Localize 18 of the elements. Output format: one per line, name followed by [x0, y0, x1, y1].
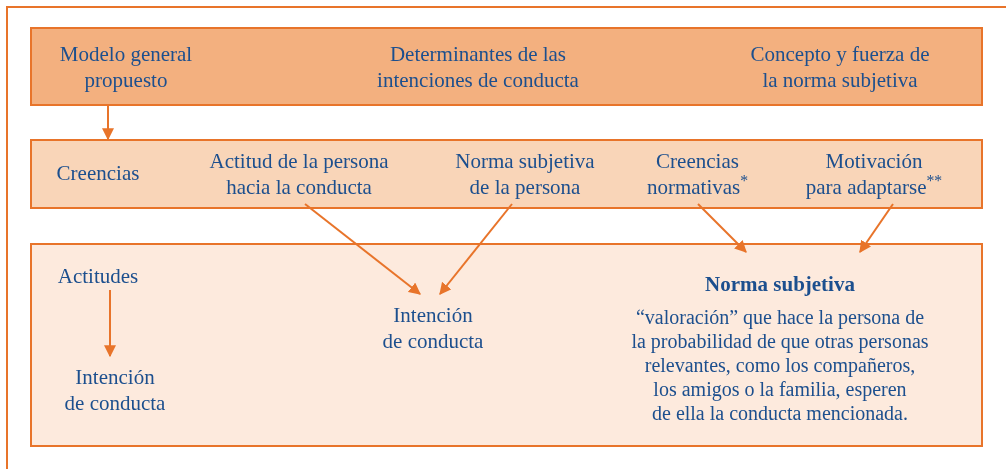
band-box: [30, 139, 983, 209]
description: “valoración” que hace la persona de la probabilidad de que otras personas relevantes, como los compañeros, los amigos o la familia, esperen de ella la conducta mencionada.: [630, 304, 930, 425]
band-box: [30, 27, 983, 106]
arrow: [104, 289, 116, 358]
node-label: Intención de conducta: [63, 364, 167, 416]
node-label: Motivación para adaptarse$^{**}$: [804, 148, 944, 200]
node-label: Concepto y fuerza de la norma subjetiva: [749, 41, 931, 93]
node-label: Actitud de la persona hacia la conducta: [208, 148, 390, 200]
node-label: Creencias: [56, 160, 140, 186]
node-label: Actitudes: [57, 263, 139, 289]
node-label: Determinantes de las intenciones de conducta: [376, 41, 580, 93]
heading: Norma subjetiva: [705, 271, 855, 299]
node-label: Intención de conducta: [381, 302, 485, 354]
node-label: Modelo general propuesto: [58, 41, 194, 93]
node-label: Creencias normativas$^{*}$: [645, 148, 750, 200]
node-label: Norma subjetiva de la persona: [454, 148, 596, 200]
band-box: [30, 243, 983, 447]
arrow: [102, 105, 114, 141]
